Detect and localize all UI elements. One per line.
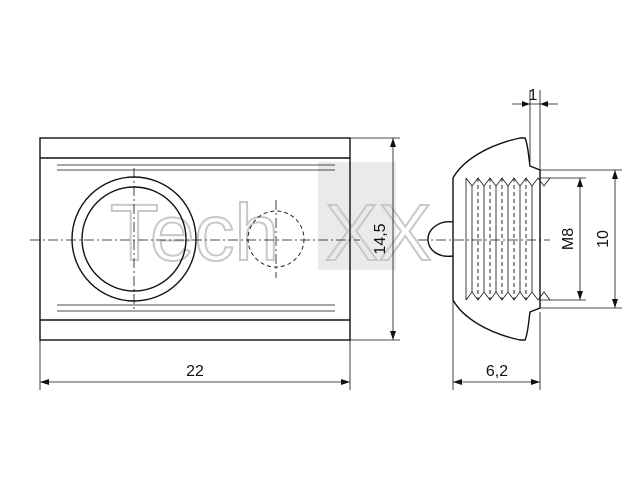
svg-text:XX: XX — [325, 188, 432, 277]
thread-top — [465, 177, 551, 187]
front-view-outline — [39, 137, 351, 341]
dimension-height: 14,5 — [350, 137, 400, 341]
side-view — [418, 137, 551, 341]
spring-ball — [427, 221, 454, 257]
dimension-flange-label: 10 — [595, 230, 612, 248]
svg-text:Tech: Tech — [110, 188, 279, 277]
dimension-length-label: 22 — [186, 363, 204, 380]
dimension-depth: 6,2 — [452, 300, 541, 390]
dimension-depth-label: 6,2 — [486, 363, 508, 380]
thread-bottom — [465, 291, 551, 301]
dimension-step: 1 — [512, 87, 558, 170]
dimension-step-label: 1 — [529, 87, 538, 104]
dimension-thread-label: M8 — [560, 228, 577, 250]
dimension-height-label: 14,5 — [372, 223, 389, 254]
watermark-logo: Tech XX — [109, 162, 433, 278]
dimension-length: 22 — [39, 340, 351, 390]
dimension-thread: M8 — [540, 177, 586, 301]
front-view — [30, 137, 360, 341]
dimension-flange: 10 — [540, 169, 622, 309]
